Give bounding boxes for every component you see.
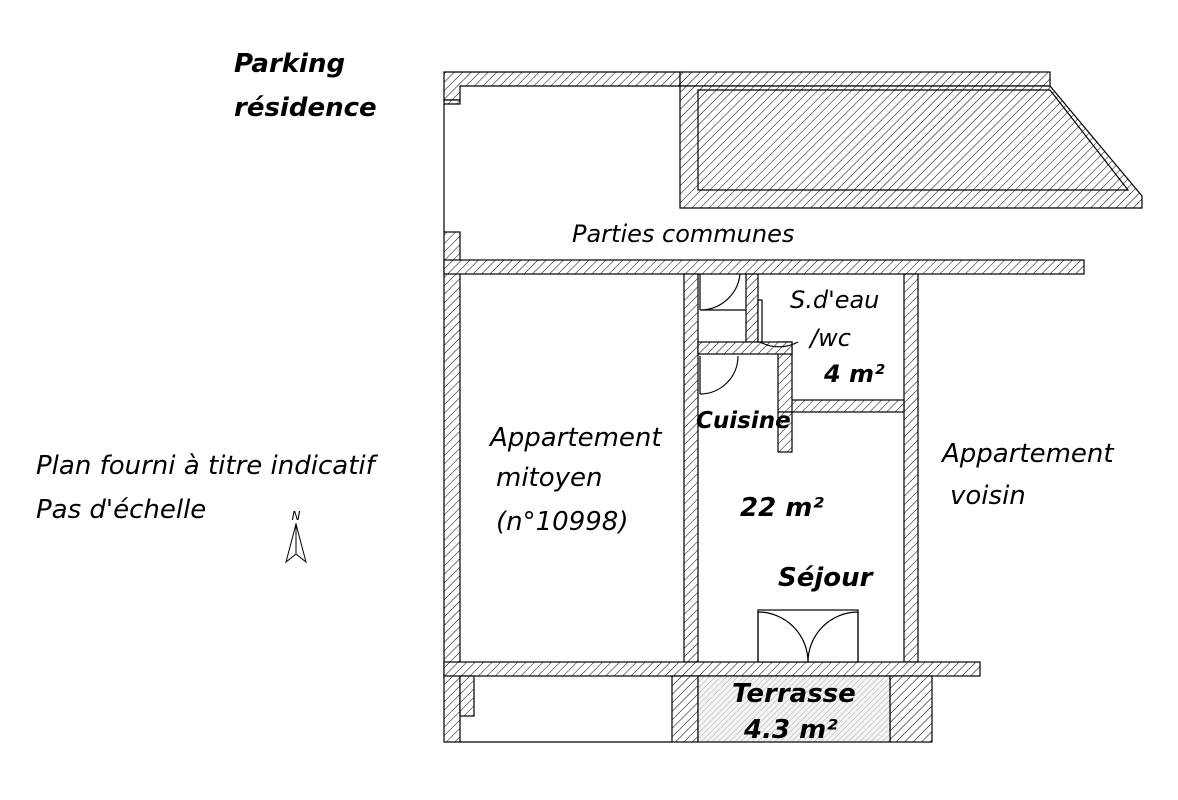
voisin-label-line1: Appartement xyxy=(940,439,1114,469)
terrasse-floor xyxy=(697,675,891,743)
sdeau-area: 4 m² xyxy=(823,360,885,388)
parking-structure xyxy=(443,71,1143,232)
terrasse-area: 4.3 m² xyxy=(743,715,838,745)
doors xyxy=(699,273,859,663)
terrasse-label: Terrasse xyxy=(732,679,856,709)
mitoyen-label-line1: Appartement xyxy=(488,423,662,453)
cuisine-label: Cuisine xyxy=(696,408,791,434)
note-line1: Plan fourni à titre indicatif xyxy=(36,451,379,481)
sdeau-label-line1: S.d'eau xyxy=(790,286,879,314)
voisin-label-line2: voisin xyxy=(950,481,1026,511)
mitoyen-label-line3: (n°10998) xyxy=(496,507,628,537)
parking-label-line2: résidence xyxy=(234,93,377,123)
note-line2: Pas d'échelle xyxy=(36,495,206,525)
north-label: N xyxy=(292,509,301,523)
parties-communes-label: Parties communes xyxy=(572,220,794,248)
north-arrow-icon: N xyxy=(285,509,307,564)
sejour-label: Séjour xyxy=(778,563,875,593)
mitoyen-label-line2: mitoyen xyxy=(496,463,603,493)
sdeau-label-line2: /wc xyxy=(808,324,851,352)
parking-label-line1: Parking xyxy=(234,49,345,79)
sejour-area: 22 m² xyxy=(740,493,824,523)
apartment-walls xyxy=(443,231,1085,743)
